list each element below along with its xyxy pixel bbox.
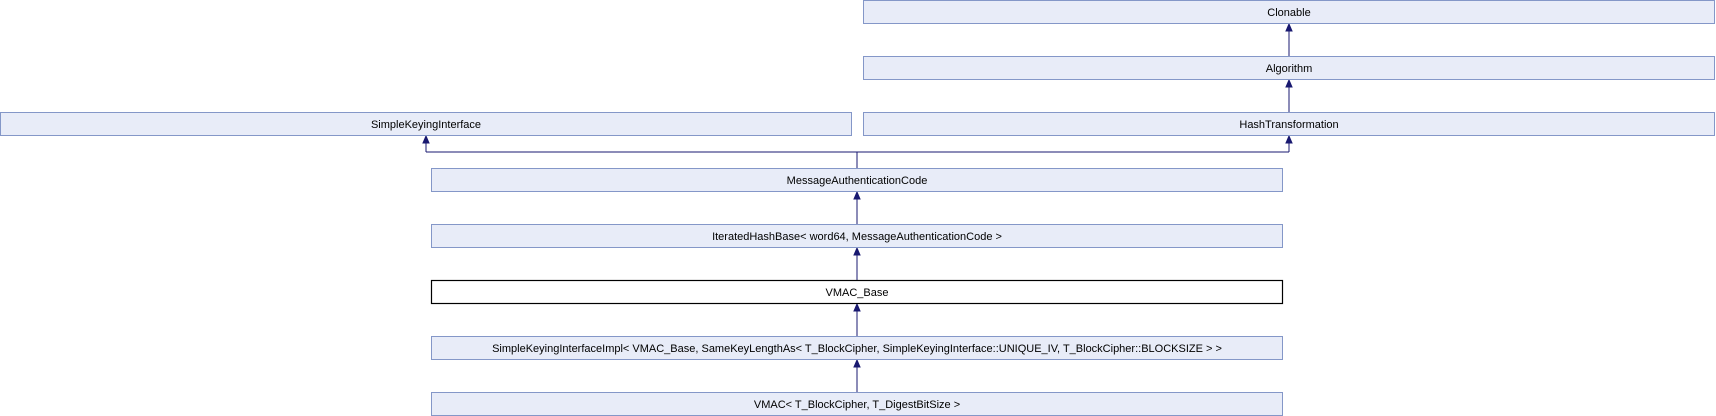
arrowhead-simplekeyinginterface [422,134,430,144]
class-node-vmacbase-current: VMAC_Base [430,279,1284,305]
class-node-algorithm[interactable]: Algorithm [863,56,1715,80]
arrowhead-algorithm [1285,78,1293,88]
class-node-messageauthenticationcode[interactable]: MessageAuthenticationCode [431,168,1283,192]
edges [422,22,1293,392]
class-label-iteratedhashbase: IteratedHashBase< word64, MessageAuthent… [712,231,1002,243]
class-node-hashtransformation[interactable]: HashTransformation [863,112,1715,136]
class-label-simplekeyinginterfaceimpl: SimpleKeyingInterfaceImpl< VMAC_Base, Sa… [492,343,1222,355]
class-label-messageauthenticationcode: MessageAuthenticationCode [787,175,928,187]
class-label-vmac: VMAC< T_BlockCipher, T_DigestBitSize > [754,399,960,411]
arrowhead-vmacbase [853,302,861,312]
class-label-clonable: Clonable [1267,7,1310,19]
arrowhead-mac [853,190,861,200]
arrowhead-hashtransformation [1285,134,1293,144]
class-node-simplekeyinginterfaceimpl[interactable]: SimpleKeyingInterfaceImpl< VMAC_Base, Sa… [431,336,1283,360]
class-label-algorithm: Algorithm [1266,63,1312,75]
class-label-vmacbase: VMAC_Base [826,287,889,299]
class-label-simplekeyinginterface: SimpleKeyingInterface [371,119,481,131]
class-node-simplekeyinginterface[interactable]: SimpleKeyingInterface [0,112,852,136]
class-node-clonable[interactable]: Clonable [863,0,1715,24]
class-node-iteratedhashbase[interactable]: IteratedHashBase< word64, MessageAuthent… [431,224,1283,248]
class-label-hashtransformation: HashTransformation [1239,119,1338,131]
arrowhead-iteratedhashbase [853,246,861,256]
class-node-vmac[interactable]: VMAC< T_BlockCipher, T_DigestBitSize > [431,392,1283,416]
arrowhead-simplekeyinginterfaceimpl [853,358,861,368]
arrowhead-clonable [1285,22,1293,32]
